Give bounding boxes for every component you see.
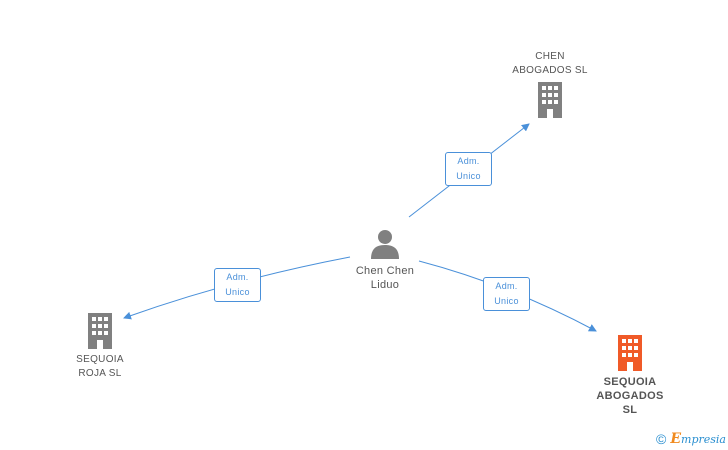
company-node-sequoia-roja[interactable]: SEQUOIA ROJA SL xyxy=(52,313,148,381)
person-node[interactable]: Chen Chen Liduo xyxy=(345,228,425,292)
brand-footer: © Empresia xyxy=(656,431,726,447)
edge-label-adm-unico: Adm.Unico xyxy=(483,277,530,311)
building-icon xyxy=(618,335,642,371)
person-icon xyxy=(371,230,399,259)
person-name: Chen Chen Liduo xyxy=(355,265,415,291)
building-icon xyxy=(88,313,112,349)
company-name: SEQUOIA ROJA SL xyxy=(76,354,124,379)
edge-label-adm-unico: Adm.Unico xyxy=(445,152,492,186)
company-node-sequoia-abogados[interactable]: SEQUOIA ABOGADOS SL xyxy=(582,335,678,417)
company-name: SEQUOIA ABOGADOS SL xyxy=(596,376,664,416)
company-node-chen-abogados[interactable]: CHEN ABOGADOS SL xyxy=(498,50,602,118)
copyright-icon: © xyxy=(656,431,667,447)
brand-logo: Empresia xyxy=(670,431,726,447)
company-name: CHEN ABOGADOS SL xyxy=(512,51,588,76)
building-icon xyxy=(538,82,562,118)
edge-label-adm-unico: Adm.Unico xyxy=(214,268,261,302)
